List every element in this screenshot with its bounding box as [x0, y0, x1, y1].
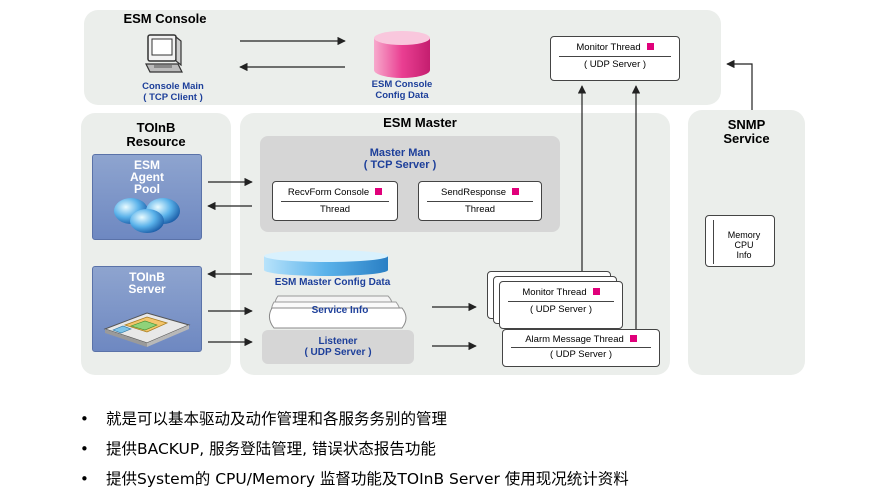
recvform-title: RecvForm Console: [287, 187, 370, 198]
sendresponse-title: SendResponse: [441, 187, 506, 198]
agent-pool-label: ESM Agent Pool: [130, 158, 164, 196]
master-man-label: Master Man ( TCP Server ): [363, 147, 437, 171]
master-config-cylinder-icon: [264, 250, 388, 276]
toinb-server-label: TOInB Server: [128, 270, 166, 296]
master-monitor-sub: ( UDP Server ): [529, 304, 593, 315]
alarm-message-thread-box: Alarm Message Thread ( UDP Server ): [502, 329, 660, 367]
snmp-service-title: SNMP Service: [723, 117, 770, 146]
pink-marker-icon: [646, 43, 654, 50]
toinb-resource-title: TOInB Resource: [126, 120, 186, 149]
recvform-sub: Thread: [319, 204, 351, 215]
service-info-scroll-icon: [268, 295, 407, 329]
esm-master-title: ESM Master: [383, 115, 457, 130]
arrow-snmp-to-console: [726, 59, 753, 110]
pink-marker-icon: [511, 188, 519, 195]
master-monitor-thread-box: Monitor Thread ( UDP Server ): [499, 281, 623, 329]
alarm-title: Alarm Message Thread: [525, 334, 624, 345]
service-info-label: Service Info: [311, 305, 369, 316]
console-config-cylinder-icon: [374, 31, 430, 78]
listener-label: Listener ( UDP Server ): [304, 336, 372, 358]
master-monitor-title: Monitor Thread: [522, 287, 587, 298]
esm-agent-pool-box: ESM Agent Pool: [92, 154, 202, 240]
sendresponse-thread-box: SendResponse Thread: [418, 181, 542, 221]
pink-marker-icon: [592, 288, 600, 295]
toinb-server-box: TOInB Server: [92, 266, 202, 352]
bullet-list: 就是可以基本驱动及动作管理和各服务务别的管理 提供BACKUP, 服务登陆管理,…: [80, 404, 629, 494]
bullet-item: 提供BACKUP, 服务登陆管理, 错误状态报告功能: [80, 434, 629, 464]
bullet-item: 提供System的 CPU/Memory 监督功能及TOInB Server 使…: [80, 464, 629, 494]
bullet-item: 就是可以基本驱动及动作管理和各服务务别的管理: [80, 404, 629, 434]
esm-console-title: ESM Console: [123, 11, 207, 26]
console-config-label: ESM Console Config Data: [371, 79, 433, 101]
console-monitor-thread-box: Monitor Thread ( UDP Server ): [550, 36, 680, 81]
pink-marker-icon: [629, 335, 637, 342]
memory-box-line-icon: [713, 220, 714, 264]
pink-marker-icon: [375, 188, 383, 195]
master-config-label: ESM Master Config Data: [274, 277, 391, 288]
memory-cpu-info-box: Memory CPU Info: [705, 215, 775, 267]
server-chip-icon: [103, 312, 191, 347]
computer-icon: [145, 34, 183, 73]
sendresponse-sub: Thread: [464, 204, 496, 215]
console-monitor-title: Monitor Thread: [576, 42, 641, 53]
alarm-sub: ( UDP Server ): [549, 349, 613, 360]
recvform-console-thread-box: RecvForm Console Thread: [272, 181, 398, 221]
console-monitor-sub: ( UDP Server ): [583, 59, 647, 70]
agent-pool-spheres-icon: [114, 198, 180, 233]
memory-cpu-label: Memory CPU Info: [727, 230, 761, 260]
console-main-label: Console Main ( TCP Client ): [142, 81, 204, 103]
listener-box: [262, 330, 414, 364]
